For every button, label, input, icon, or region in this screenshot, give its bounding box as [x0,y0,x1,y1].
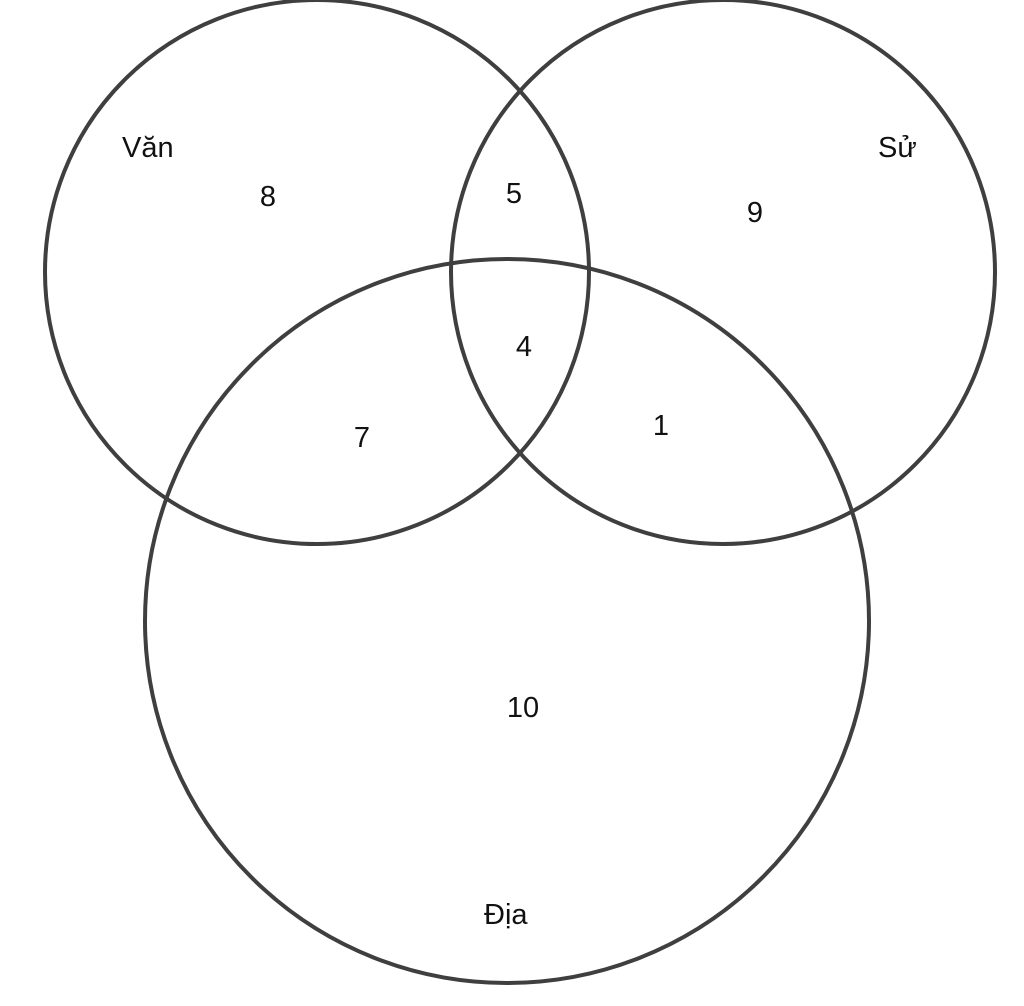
count-su-dia: 1 [653,410,669,442]
count-van-dia: 7 [354,422,370,454]
circle-su [449,0,997,546]
count-van-only: 8 [260,181,276,213]
label-su: Sử [878,132,917,164]
circle-van [43,0,591,546]
count-all-three: 4 [516,331,532,363]
count-su-only: 9 [747,197,763,229]
count-dia-only: 10 [507,692,539,724]
circle-dia [143,257,871,985]
label-dia: Địa [484,899,528,931]
label-van: Văn [122,132,174,164]
count-van-su: 5 [506,178,522,210]
